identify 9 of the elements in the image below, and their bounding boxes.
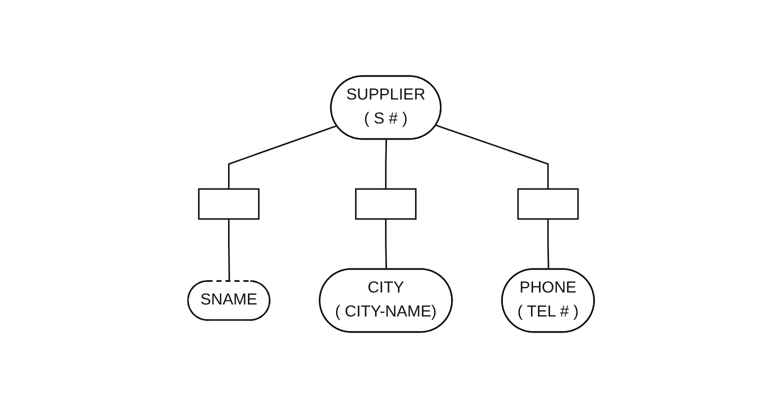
connector [228, 219, 231, 282]
connector [228, 125, 338, 189]
connector [386, 139, 388, 189]
connector [436, 124, 550, 189]
node-box [198, 188, 260, 220]
connector [386, 219, 388, 270]
node-box [518, 188, 580, 220]
node-box [356, 188, 418, 220]
connector [548, 219, 550, 270]
